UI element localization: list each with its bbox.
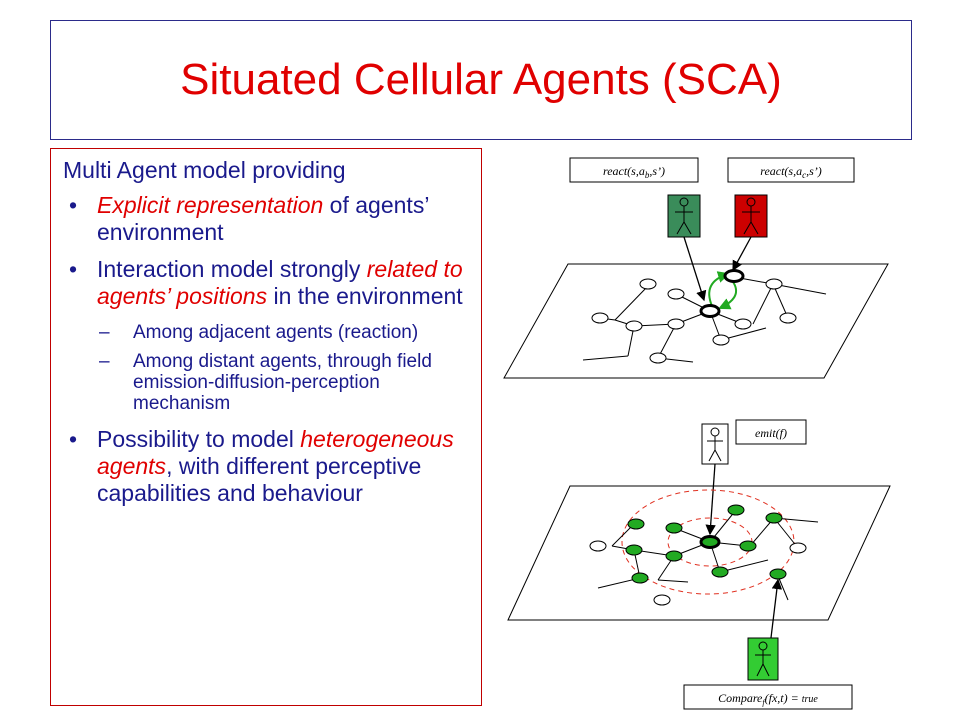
compare-pre: Compare [718, 691, 763, 705]
bullet-rest: in the environment [267, 283, 463, 309]
agent-c-node [723, 269, 745, 283]
agent-c-icon [734, 194, 768, 238]
react-label-c: react(s,ac,s’) [727, 157, 855, 183]
agent-b-icon [667, 194, 701, 238]
graph-nodes-bottom-green [625, 504, 787, 584]
subbullet-text: Among distant agents, through field emis… [133, 351, 432, 414]
subbullet-marker: – [99, 351, 110, 372]
bullet-text: Possibility to model heterogeneous agent… [97, 426, 471, 507]
subbullet-marker: – [99, 322, 110, 343]
react-c-sub: c [802, 170, 806, 180]
bullet-text: Interaction model strongly related to ag… [97, 256, 471, 310]
arrow-perceive [769, 578, 783, 647]
compare-true: true [802, 694, 819, 705]
bullet-explicit-representation: • Explicit representation of agents’ env… [63, 192, 471, 246]
compare-label: Comparef(fx,t) = true [683, 684, 853, 710]
arrow-emit [705, 463, 716, 536]
bullet-emphasis: Explicit representation [97, 192, 324, 218]
arrow-agent-b [683, 236, 707, 302]
bullet-marker: • [69, 256, 78, 282]
slide-title: Situated Cellular Agents (SCA) [180, 55, 782, 104]
bullet-marker: • [69, 426, 78, 452]
field-outer-circle [621, 489, 795, 595]
agent-b-node [699, 304, 721, 318]
bullet-rest: , with different perceptive capabilities… [97, 453, 422, 506]
bullet-interaction-model: • Interaction model strongly related to … [63, 256, 471, 310]
react-label-b: react(s,ab,s’) [569, 157, 699, 183]
bullet-emphasis: related to agents’ positions [97, 256, 463, 309]
emit-label: emit(f) [735, 419, 807, 445]
emit-text: emit(f) [755, 426, 787, 440]
svg-text:react(s,ab,s’): react(s,ab,s’) [603, 164, 665, 180]
react-b-pre: react(s,a [603, 164, 645, 178]
bullet-pre: Interaction model strongly [97, 256, 367, 282]
sca-diagram: react(s,ab,s’) react(s,ac,s’) [503, 157, 891, 710]
compare-post: (f [765, 691, 774, 705]
bullet-rest: of agents’ environment [97, 192, 429, 245]
compare-sub: f [762, 698, 766, 707]
subbullet-adjacent: – Among adjacent agents (reaction) [99, 322, 471, 343]
content-box: Multi Agent model providing • Explicit r… [50, 148, 482, 706]
bullet-heterogeneous: • Possibility to model heterogeneous age… [63, 426, 471, 507]
svg-text:react(s,ac,s’): react(s,ac,s’) [760, 164, 822, 180]
compare-x: x [771, 691, 778, 705]
compare-tail: ,t) = [777, 691, 801, 705]
svg-text:Comparef(fx,t) = true: Comparef(fx,t) = true [718, 691, 818, 707]
graph-nodes-bottom-white [589, 540, 807, 606]
subbullet-distant: – Among distant agents, through field em… [99, 351, 471, 414]
react-b-post: ,s’) [649, 164, 665, 178]
bullet-pre: Possibility to model [97, 426, 301, 452]
bullet-marker: • [69, 192, 78, 218]
bullet-text: Explicit representation of agents’ envir… [97, 192, 471, 246]
environment-plane-top [503, 263, 889, 379]
bullet-emphasis: heterogeneous agents [97, 426, 454, 479]
intro-text: Multi Agent model providing [63, 157, 346, 183]
react-b-sub: b [645, 170, 650, 180]
title-box: Situated Cellular Agents (SCA) [50, 20, 912, 140]
react-c-pre: react(s,a [760, 164, 802, 178]
subbullet-text: Among adjacent agents (reaction) [133, 322, 419, 343]
emitter-node [699, 535, 721, 549]
emit-agent-icon [701, 423, 729, 465]
react-c-post: ,s’) [806, 164, 822, 178]
graph-nodes-top [591, 278, 797, 364]
arrow-agent-c [732, 236, 752, 272]
environment-plane-bottom [507, 485, 891, 621]
perceiving-agent-icon [747, 637, 779, 681]
